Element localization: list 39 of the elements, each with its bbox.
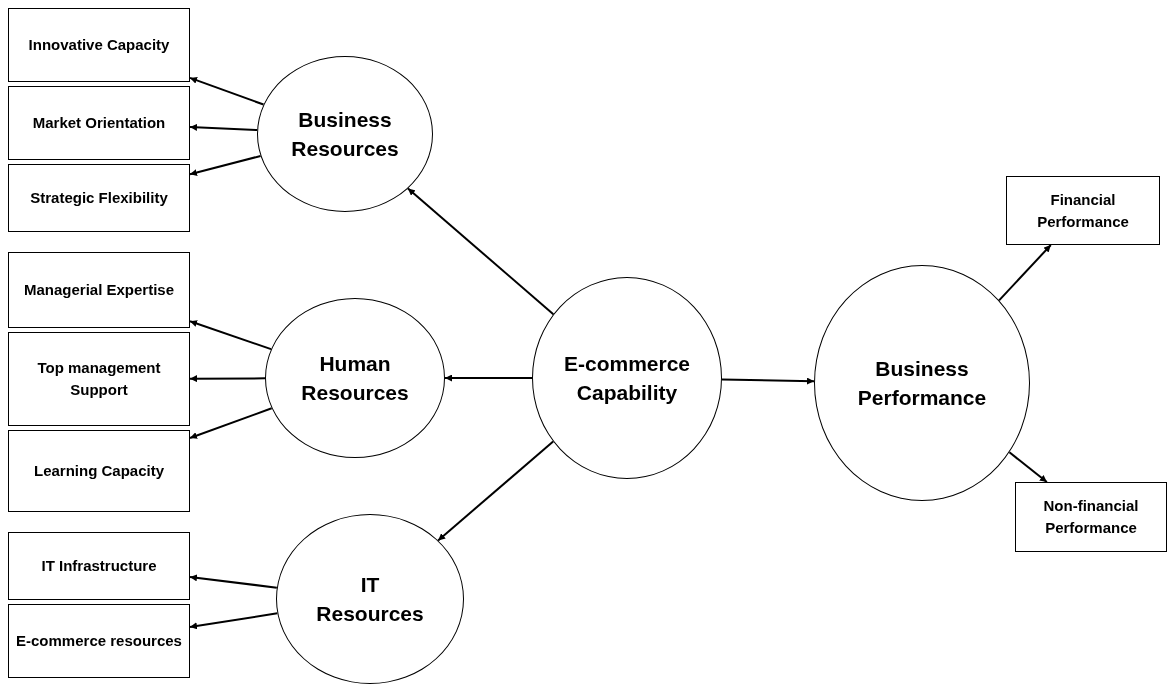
arrow [437, 440, 555, 542]
node-label: E-commerce Capability [562, 350, 692, 406]
indicator-box [8, 332, 190, 426]
arrow [721, 377, 815, 385]
node-label: Strategic Flexibility [29, 188, 169, 209]
arrow [189, 320, 273, 351]
node-label: IT Resources [315, 571, 425, 627]
node-label: Human Resources [300, 350, 410, 406]
node-label: Learning Capacity [32, 461, 165, 482]
indicator-box [1006, 176, 1160, 245]
indicator-box [8, 8, 190, 82]
arrow [189, 407, 273, 439]
indicator-box [8, 604, 190, 678]
arrow [1008, 451, 1048, 483]
arrow [444, 374, 533, 382]
indicator-box [8, 532, 190, 600]
indicator-box [1015, 482, 1167, 552]
indicator-box [8, 252, 190, 328]
arrow [189, 574, 278, 589]
node-label: E-commerce resources [15, 631, 183, 652]
node-label: IT Infrastructure [40, 556, 158, 577]
arrow [189, 375, 266, 383]
node-label: Business Resources [290, 106, 400, 162]
indicator-box [8, 164, 190, 232]
node-label: Top management Support [36, 358, 162, 400]
arrow [189, 123, 259, 132]
indicator-box [8, 86, 190, 160]
node-label: Non-financial Performance [1042, 496, 1140, 538]
arrow [189, 76, 265, 106]
node-label: Managerial Expertise [22, 280, 176, 301]
arrow [189, 612, 279, 630]
arrow [189, 154, 262, 176]
node-label: Market Orientation [31, 113, 167, 134]
node-label: Business Performance [856, 355, 988, 411]
arrow [406, 187, 555, 316]
node-label: Financial Performance [1036, 189, 1130, 232]
node-label: Innovative Capacity [27, 35, 171, 56]
indicator-box [8, 430, 190, 512]
arrow [998, 244, 1052, 302]
